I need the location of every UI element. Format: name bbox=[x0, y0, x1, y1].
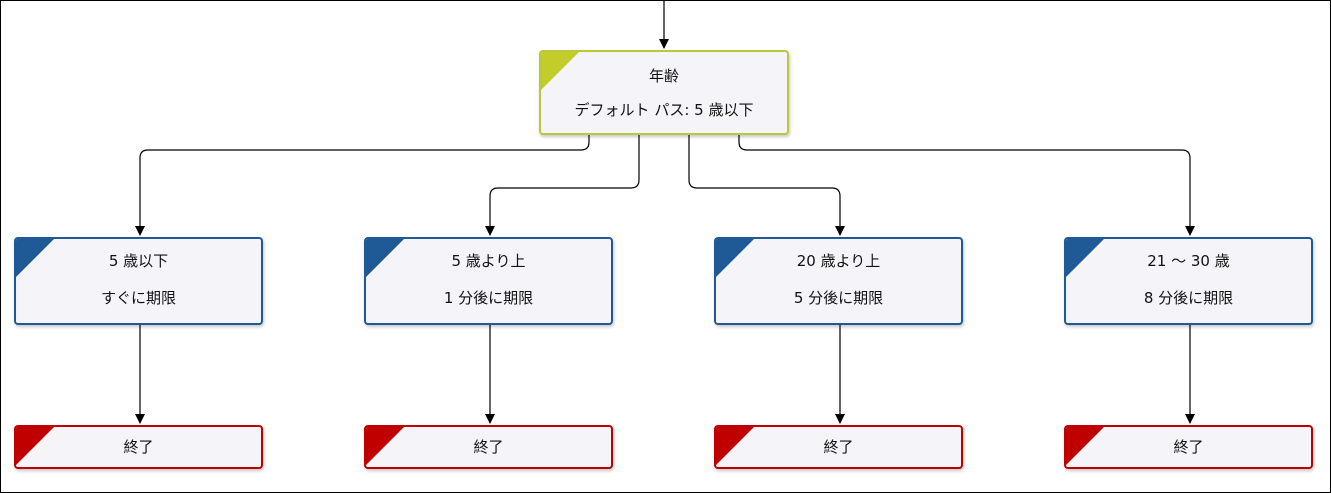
option-node-2[interactable]: 5 歳より上 1 分後に期限 bbox=[364, 237, 613, 325]
option-condition: 5 歳より上 bbox=[451, 252, 526, 270]
decision-title: 年齢 bbox=[648, 67, 679, 85]
option-action: すぐに期限 bbox=[100, 289, 176, 307]
end-node-3[interactable]: 終了 bbox=[714, 425, 963, 469]
option-corner-marker bbox=[1066, 239, 1104, 277]
end-corner-marker bbox=[716, 427, 754, 465]
end-corner-marker bbox=[366, 427, 404, 465]
option-node-3[interactable]: 20 歳より上 5 分後に期限 bbox=[714, 237, 963, 325]
end-node-2[interactable]: 終了 bbox=[364, 425, 613, 469]
end-label: 終了 bbox=[823, 438, 854, 456]
option-node-4[interactable]: 21 ～ 30 歳 8 分後に期限 bbox=[1064, 237, 1313, 325]
end-label: 終了 bbox=[123, 438, 154, 456]
option-node-1[interactable]: 5 歳以下 すぐに期限 bbox=[14, 237, 263, 325]
end-label: 終了 bbox=[473, 438, 504, 456]
option-condition: 20 歳より上 bbox=[796, 252, 881, 270]
end-node-4[interactable]: 終了 bbox=[1064, 425, 1313, 469]
option-corner-marker bbox=[366, 239, 404, 277]
decision-corner-marker bbox=[541, 52, 579, 90]
option-action: 8 分後に期限 bbox=[1143, 289, 1234, 307]
option-corner-marker bbox=[16, 239, 54, 277]
decision-default-path: デフォルト パス: 5 歳以下 bbox=[574, 101, 754, 119]
option-corner-marker bbox=[716, 239, 754, 277]
option-action: 1 分後に期限 bbox=[443, 289, 534, 307]
option-condition: 5 歳以下 bbox=[108, 252, 169, 270]
end-node-1[interactable]: 終了 bbox=[14, 425, 263, 469]
end-corner-marker bbox=[1066, 427, 1104, 465]
end-label: 終了 bbox=[1173, 438, 1204, 456]
option-action: 5 分後に期限 bbox=[793, 289, 884, 307]
decision-node-age[interactable]: 年齢 デフォルト パス: 5 歳以下 bbox=[539, 50, 789, 135]
option-condition: 21 ～ 30 歳 bbox=[1147, 252, 1230, 270]
end-corner-marker bbox=[16, 427, 54, 465]
